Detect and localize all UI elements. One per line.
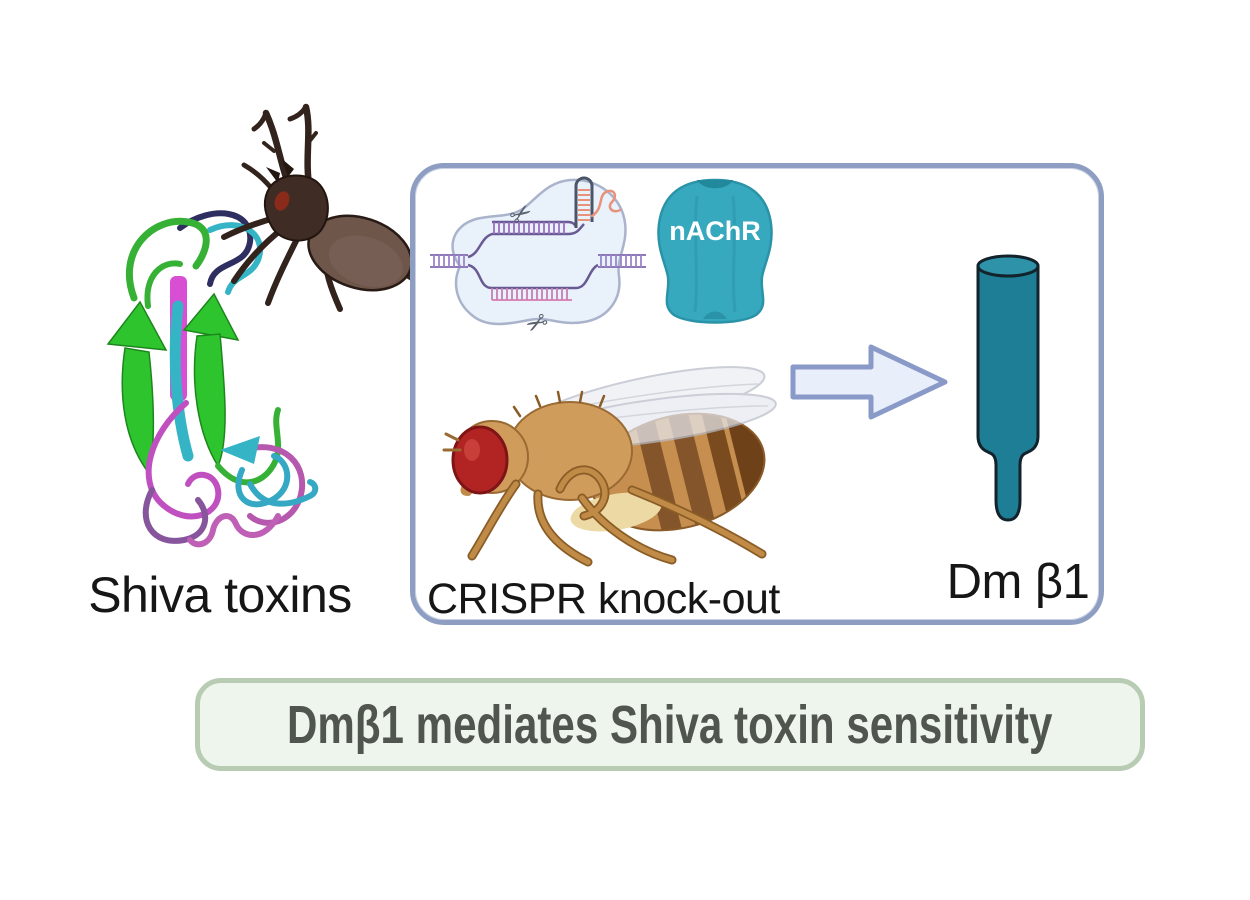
dm-beta1-subunit-icon: [976, 254, 1040, 522]
right-arrow-icon: [790, 344, 948, 420]
crispr-cas9-icon: ✂ ✂: [430, 176, 646, 340]
receptor-label: nAChR: [669, 216, 760, 246]
toxin-ribbon-structure-icon: [106, 210, 319, 548]
dm-beta1-label: Dm β1: [946, 555, 1090, 609]
fruit-fly-icon: [442, 366, 777, 567]
shiva-toxins-label: Shiva toxins: [88, 567, 352, 623]
conclusion-banner: Dmβ1 mediates Shiva toxin sensitivity: [195, 678, 1145, 771]
crispr-knockout-label: CRISPR knock-out: [427, 575, 780, 623]
conclusion-text: Dmβ1 mediates Shiva toxin sensitivity: [287, 694, 1053, 755]
nachr-receptor-icon: nAChR: [657, 178, 773, 324]
spider-icon: [221, 103, 433, 312]
